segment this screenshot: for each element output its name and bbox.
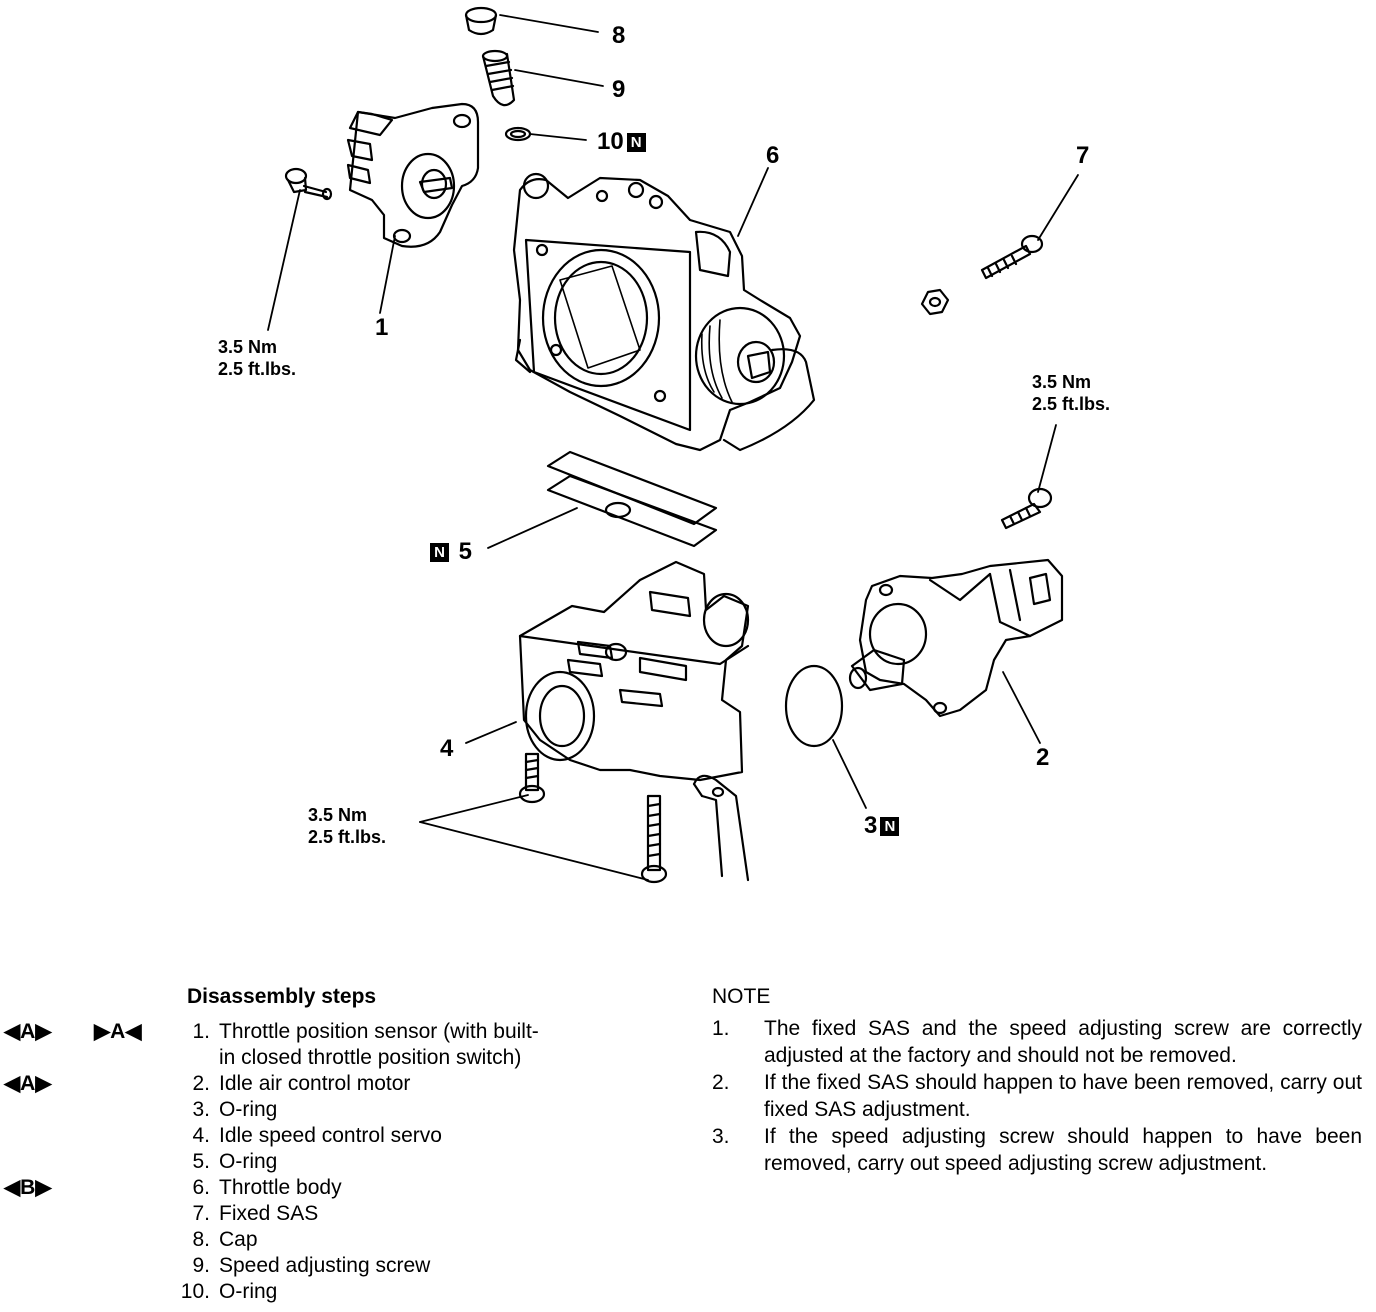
step-text: Idle air control motor (219, 1072, 411, 1095)
gasket-o-ring-part (546, 450, 718, 548)
step-text: Idle speed control servo (219, 1124, 442, 1147)
removal-service-point-b-marker: ◀B▶ (4, 1176, 52, 1199)
step-number: 7. (192, 1202, 210, 1225)
throttle-body-part (512, 172, 816, 452)
note-text: The fixed SAS and the speed adjusting sc… (764, 1017, 1362, 1067)
callout-1: 1 (375, 314, 389, 341)
note-number: 2. (712, 1071, 730, 1094)
cap-part (464, 6, 498, 36)
torque-ftlbs: 2.5 ft.lbs. (308, 827, 387, 847)
torque-nm: 3.5 Nm (1032, 372, 1092, 392)
note-text: If the fixed SAS should happen to have b… (764, 1071, 1362, 1121)
idle-air-control-motor-part (848, 558, 1064, 718)
iac-screw-part (1000, 487, 1053, 530)
note-item: 3. If the speed adjusting screw should h… (712, 1123, 1362, 1177)
step-number: 6. (192, 1176, 210, 1199)
torque-ftlbs: 2.5 ft.lbs. (1032, 394, 1111, 414)
note-list: 1. The fixed SAS and the speed adjusting… (712, 1015, 1362, 1177)
step-number: 9. (192, 1254, 210, 1277)
note-number: 1. (712, 1017, 730, 1040)
new-part-mark-icon: N (430, 543, 449, 562)
throttle-position-sensor-part (346, 102, 480, 248)
step-item: 8. Cap (0, 1227, 700, 1253)
fixed-sas-part (920, 234, 1044, 316)
step-number: 3. (192, 1098, 210, 1121)
step-item: ◀A▶ ▶A◀ 1. Throttle position sensor (wit… (0, 1019, 700, 1045)
step-number: 8. (192, 1228, 210, 1251)
exploded-view-diagram (267, 6, 1079, 884)
step-item: 7. Fixed SAS (0, 1201, 700, 1227)
torque-spec-iac: 3.5 Nm 2.5 ft.lbs. (1032, 371, 1110, 415)
callout-5: N 5 (427, 540, 472, 564)
note-item: 2. If the fixed SAS should happen to hav… (712, 1069, 1362, 1123)
torque-spec-tps: 3.5 Nm 2.5 ft.lbs. (218, 336, 296, 380)
iac-o-ring-part (784, 664, 844, 748)
step-number: 10. (180, 1280, 210, 1303)
step-text: Speed adjusting screw (219, 1254, 431, 1277)
step-text: Throttle body (219, 1176, 342, 1199)
step-text: Throttle position sensor (with built- (219, 1020, 539, 1043)
step-item: 5. O-ring (0, 1149, 700, 1175)
disassembly-steps-title: Disassembly steps (187, 985, 377, 1008)
callout-4: 4 (440, 735, 454, 762)
callout-6: 6 (766, 142, 780, 169)
note-item: 1. The fixed SAS and the speed adjusting… (712, 1015, 1362, 1069)
step-number: 4. (192, 1124, 210, 1147)
callout-8: 8 (612, 22, 626, 49)
note-number: 3. (712, 1125, 730, 1148)
step-item: ◀A▶ 2. Idle air control motor (0, 1071, 700, 1097)
step-text: O-ring (219, 1150, 278, 1173)
callout-3-number: 3 (864, 812, 878, 839)
note-text: If the speed adjusting screw should happ… (764, 1125, 1362, 1175)
step-text: Cap (219, 1228, 258, 1251)
step-item: ◀B▶ 6. Throttle body (0, 1175, 700, 1201)
removal-service-point-a-marker: ◀A▶ (4, 1072, 52, 1095)
servo-screw-2-part (640, 794, 668, 884)
torque-ftlbs: 2.5 ft.lbs. (218, 359, 297, 379)
step-item: 9. Speed adjusting screw (0, 1253, 700, 1279)
callout-10-number: 10 (597, 128, 624, 155)
step-text: O-ring (219, 1098, 278, 1121)
step-item: in closed throttle position switch) (0, 1045, 700, 1071)
link-rod-part (692, 774, 750, 882)
callout-5-number: 5 (458, 538, 473, 565)
step-text: O-ring (219, 1280, 278, 1303)
torque-nm: 3.5 Nm (218, 337, 278, 357)
step-number: 2. (192, 1072, 210, 1095)
torque-spec-servo: 3.5 Nm 2.5 ft.lbs. (308, 804, 386, 848)
removal-service-point-a-marker: ◀A▶ (4, 1020, 52, 1043)
step-number: 1. (192, 1020, 210, 1043)
step-item: 4. Idle speed control servo (0, 1123, 700, 1149)
step-number: 5. (192, 1150, 210, 1173)
note-title: NOTE (712, 985, 771, 1008)
torque-nm: 3.5 Nm (308, 805, 368, 825)
leader-lines (267, 14, 1079, 881)
installation-service-point-a-marker: ▶A◀ (94, 1020, 142, 1043)
callout-9: 9 (612, 76, 626, 103)
new-part-mark-icon: N (626, 133, 646, 152)
speed-adjusting-screw-part (481, 49, 516, 107)
step-item: 10. O-ring (0, 1279, 700, 1305)
step-text: Fixed SAS (219, 1202, 319, 1225)
tps-screw-part (284, 167, 333, 201)
callout-7: 7 (1076, 142, 1090, 169)
disassembly-steps-list: ◀A▶ ▶A◀ 1. Throttle position sensor (wit… (0, 1019, 700, 1305)
servo-screw-1-part (518, 752, 546, 804)
idle-speed-control-servo-part (518, 560, 750, 782)
new-part-mark-icon: N (880, 817, 900, 836)
step-text: in closed throttle position switch) (219, 1046, 522, 1069)
small-o-ring-part (504, 126, 532, 142)
callout-2: 2 (1036, 744, 1050, 771)
step-item: 3. O-ring (0, 1097, 700, 1123)
